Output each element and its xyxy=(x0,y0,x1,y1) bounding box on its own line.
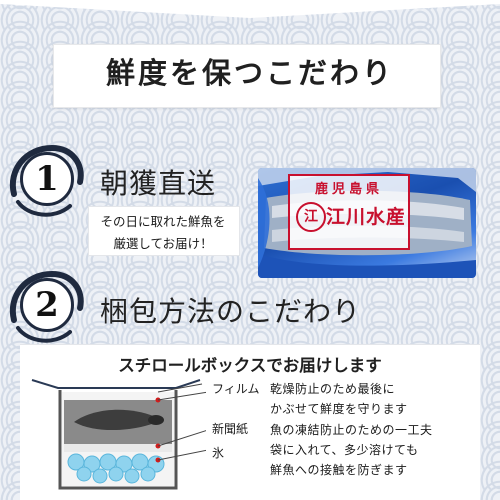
number-swirl-decoration xyxy=(9,270,84,343)
brand-label-name: 江川水産 xyxy=(326,206,407,228)
section-1-title: 朝獲直送 xyxy=(100,167,217,200)
label-newspaper: 新聞紙 xyxy=(212,422,249,436)
ice-desc-line-1: 魚の凍結防止のための一工夫 xyxy=(270,423,433,437)
title-band xyxy=(53,44,441,108)
section-1-subtext-box xyxy=(88,206,240,256)
page-title: 鮮度を保つこだわり xyxy=(105,56,394,90)
label-film: フィルム xyxy=(212,382,260,396)
ice-desc-line-3: 鮮魚への接触を防ぎます xyxy=(270,463,408,477)
brand-label: 鹿児島県 江 江川水産 xyxy=(288,174,410,250)
number-swirl-decoration xyxy=(9,144,84,217)
number-circle xyxy=(20,152,74,206)
section-1-subtext-line-1: その日に取れた鮮魚を xyxy=(100,214,226,229)
ice-desc-line-2: 袋に入れて、多少溶けても xyxy=(270,443,419,457)
label-ice: 氷 xyxy=(212,446,225,460)
styrofoam-box-diagram-icon xyxy=(31,379,206,490)
section-2-number: 2 xyxy=(35,285,59,325)
header-notch xyxy=(0,0,500,18)
section-2-title: 梱包方法のこだわり xyxy=(100,295,362,328)
brand-label-region: 鹿児島県 xyxy=(314,182,383,197)
section-1-number: 1 xyxy=(35,159,59,199)
section-1-subtext-line-2: 厳選してお届け！ xyxy=(113,236,213,251)
number-circle xyxy=(20,278,74,332)
fish-photo: 鹿児島県 江 江川水産 xyxy=(258,168,476,278)
film-desc-line-1: 乾燥防止のため最後に xyxy=(270,382,396,396)
packaging-heading: スチロールボックスでお届けします xyxy=(118,356,382,375)
brand-emblem: 江 xyxy=(296,202,326,232)
film-desc-line-2: かぶせて鮮度を守ります xyxy=(270,402,408,416)
